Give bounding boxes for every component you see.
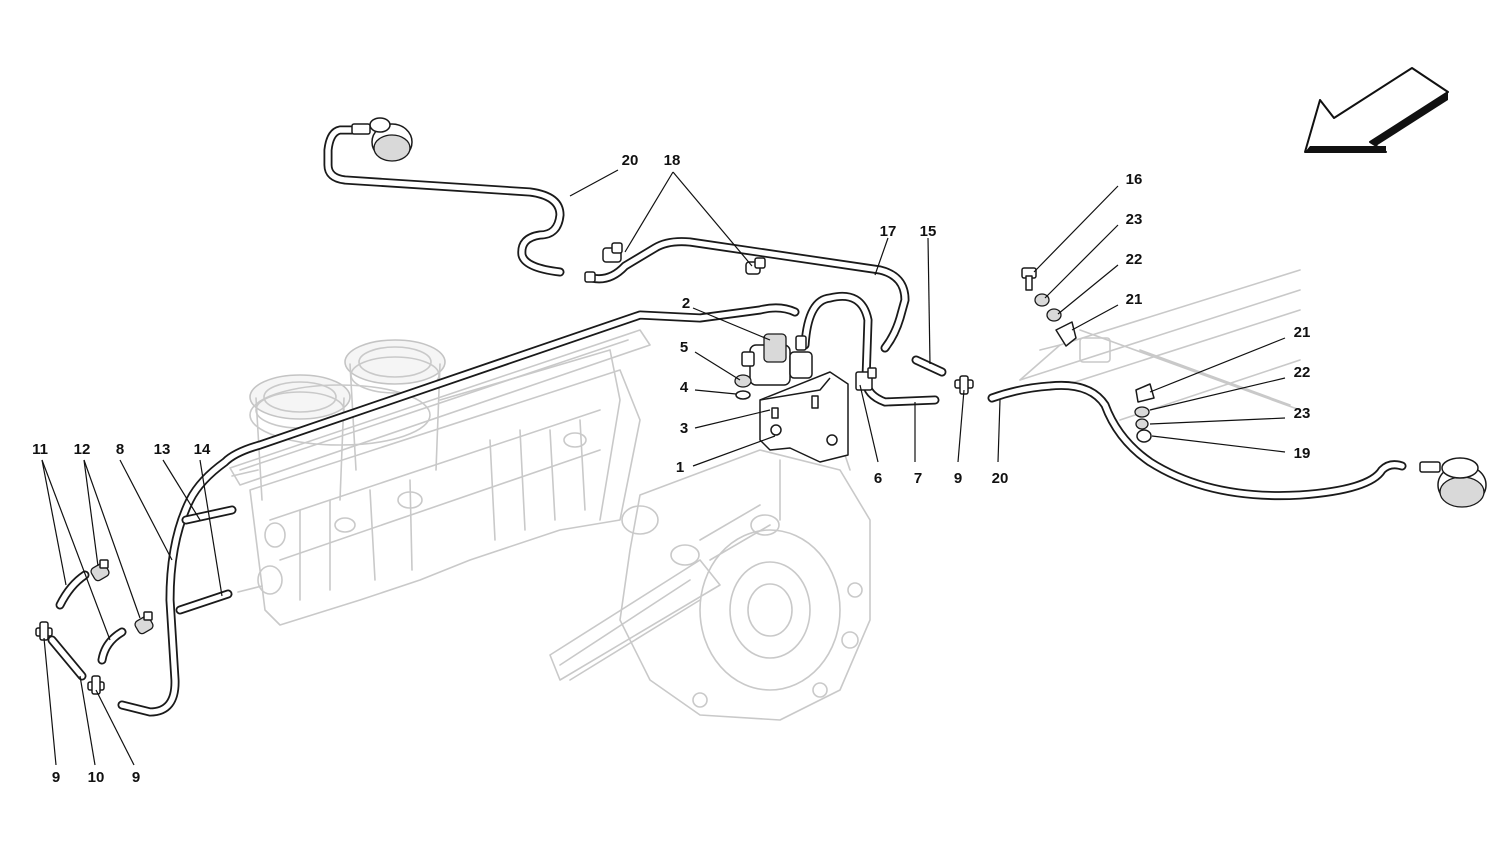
- callout-14: 14: [194, 441, 211, 458]
- callout-20-right: 20: [992, 470, 1009, 487]
- callout-12: 12: [74, 441, 91, 458]
- hose-set: [47, 125, 1407, 717]
- engine-ghost-drawing: [229, 269, 1301, 721]
- callout-1: 1: [676, 459, 684, 476]
- callout-4: 4: [680, 379, 689, 396]
- check-valve-lower: [134, 611, 154, 635]
- callout-6: 6: [874, 470, 882, 487]
- callout-22-upper: 22: [1126, 251, 1143, 268]
- callout-labels: 1 2 3 4 5 6 7 8 9 9 9 10 11 12 13 14 15 …: [32, 152, 1310, 786]
- mounting-bracket: [759, 371, 849, 463]
- callout-9-center: 9: [954, 470, 962, 487]
- callout-9-left-2: 9: [132, 769, 140, 786]
- front-direction-arrow-icon: [1304, 67, 1449, 153]
- callout-20-top: 20: [622, 152, 639, 169]
- leader-lines: [41, 169, 1286, 766]
- callout-8: 8: [116, 441, 124, 458]
- callout-10: 10: [88, 769, 105, 786]
- callout-9-left: 9: [52, 769, 60, 786]
- callout-7: 7: [914, 470, 922, 487]
- callout-3: 3: [680, 420, 688, 437]
- callout-18: 18: [664, 152, 681, 169]
- callout-21-upper: 21: [1126, 291, 1143, 308]
- component-parts: [35, 117, 1487, 695]
- callout-23-upper: 23: [1126, 211, 1143, 228]
- callout-17: 17: [880, 223, 897, 240]
- check-valve-upper: [90, 559, 110, 582]
- callout-22-right: 22: [1294, 364, 1311, 381]
- callout-23-right: 23: [1294, 405, 1311, 422]
- callout-11: 11: [32, 441, 48, 458]
- vapor-canister-right: [1419, 457, 1487, 508]
- callout-5: 5: [680, 339, 688, 356]
- callout-13: 13: [154, 441, 171, 458]
- callout-2: 2: [682, 295, 690, 312]
- callout-19: 19: [1294, 445, 1311, 462]
- solenoid-valve: [741, 333, 813, 386]
- callout-21-right: 21: [1294, 324, 1311, 341]
- callout-16: 16: [1126, 171, 1143, 188]
- callout-15: 15: [920, 223, 937, 240]
- vapor-canister-left: [351, 117, 413, 162]
